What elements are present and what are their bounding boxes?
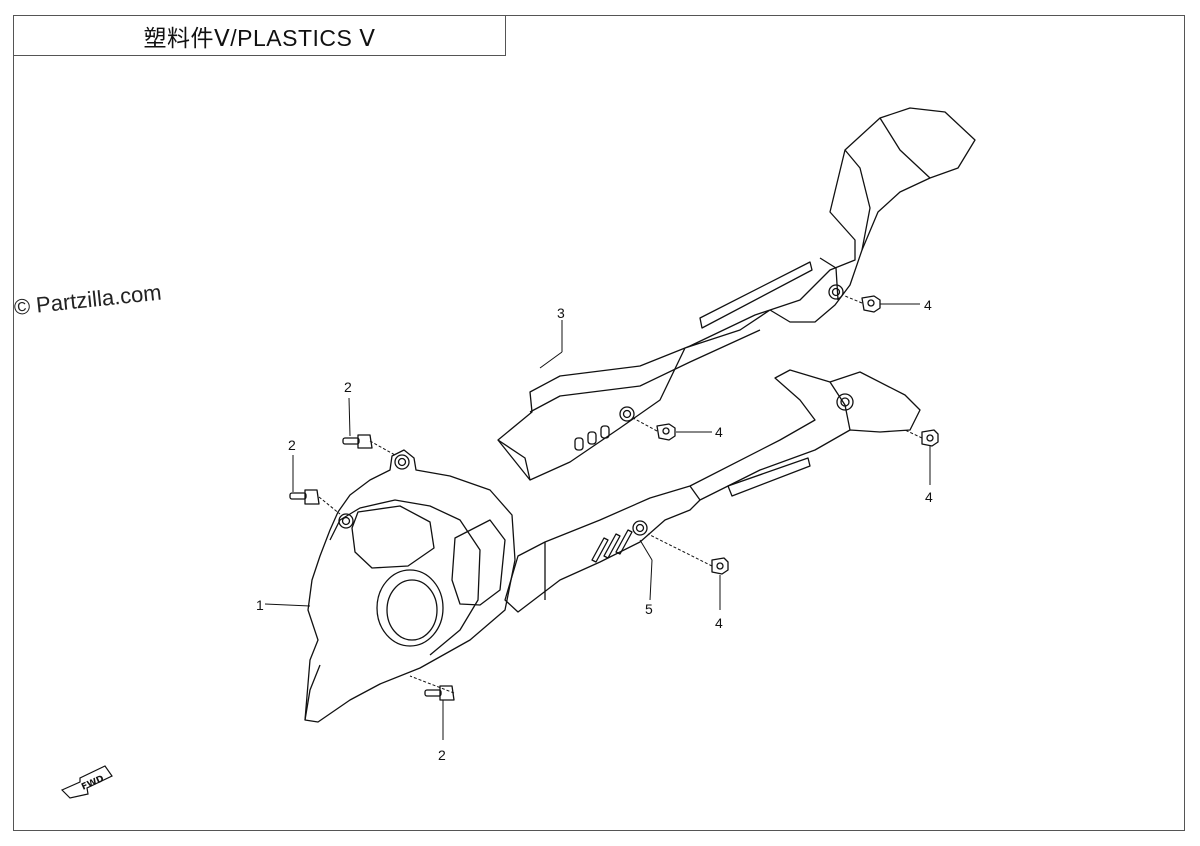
- callout-2-left: 2: [288, 437, 296, 453]
- bolt-2-bottom: [424, 685, 455, 701]
- diagram-title-text: 塑料件Ⅴ/PLASTICS Ⅴ: [143, 24, 376, 51]
- bolt-4-lower: [711, 557, 729, 575]
- callout-3: 3: [557, 305, 565, 321]
- callout-4-lower: 4: [715, 615, 723, 631]
- part-3-upper-chain-guard: [497, 107, 976, 481]
- callout-4-upper-right: 4: [924, 297, 932, 313]
- bolt-4-right: [921, 429, 939, 447]
- part-1-sprocket-cover: [304, 449, 516, 723]
- fwd-arrow-icon: FWD: [60, 765, 113, 799]
- part-5-lower-chain-guard: [504, 369, 921, 613]
- callout-1: 1: [256, 597, 264, 613]
- diagram-title: 塑料件Ⅴ/PLASTICS Ⅴ: [13, 15, 506, 56]
- callout-4-middle: 4: [715, 424, 723, 440]
- callout-2-bottom: 2: [438, 747, 446, 763]
- bolt-4-upper-right: [861, 295, 881, 313]
- bolt-2-top: [342, 434, 373, 449]
- drawing-frame: [13, 15, 1185, 831]
- bolt-2-left: [289, 489, 320, 505]
- callout-5: 5: [645, 601, 653, 617]
- leader-lines: [264, 295, 931, 740]
- callout-4-right: 4: [925, 489, 933, 505]
- bolt-4-middle: [656, 423, 676, 441]
- callout-2-top: 2: [344, 379, 352, 395]
- fwd-label: FWD: [80, 774, 106, 793]
